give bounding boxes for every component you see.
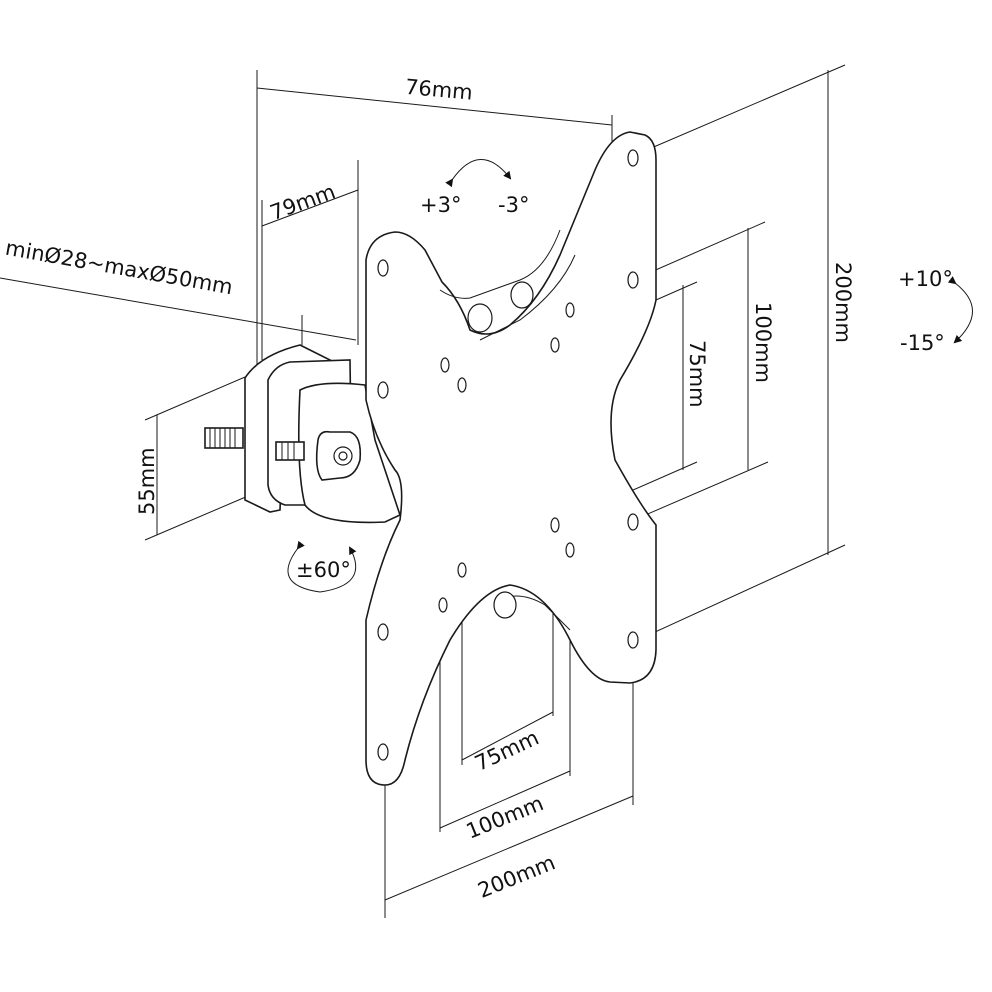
dim-label-75mm-horizontal: 75mm [471,725,542,775]
dim-label-75mm-vertical: 75mm [685,340,709,408]
dim-label-100mm-horizontal: 100mm [463,791,547,844]
dim-label-200mm-vertical: 200mm [831,262,855,343]
dimension-lines [0,64,846,918]
dim-label-79mm: 79mm [267,179,339,225]
vesa-plate [365,131,657,786]
mounting-holes [377,149,639,761]
pole-clamp [204,344,401,524]
threaded-bolt [204,427,244,449]
dim-label-pole-diameter: minØ28~maxØ50mm [4,236,235,300]
swivel-angle-label: ±60° [296,558,351,582]
dim-label-100mm-vertical: 100mm [751,302,775,383]
rotate-plus-label: +3° [420,193,461,217]
rotate-minus-label: -3° [498,193,529,217]
angle-arrows [287,159,973,593]
tilt-up-label: +10° [898,267,953,291]
dim-label-200mm-horizontal: 200mm [475,850,559,903]
dim-label-76mm: 76mm [404,75,473,105]
tilt-down-label: -15° [900,331,945,355]
dim-label-55mm: 55mm [135,447,159,515]
